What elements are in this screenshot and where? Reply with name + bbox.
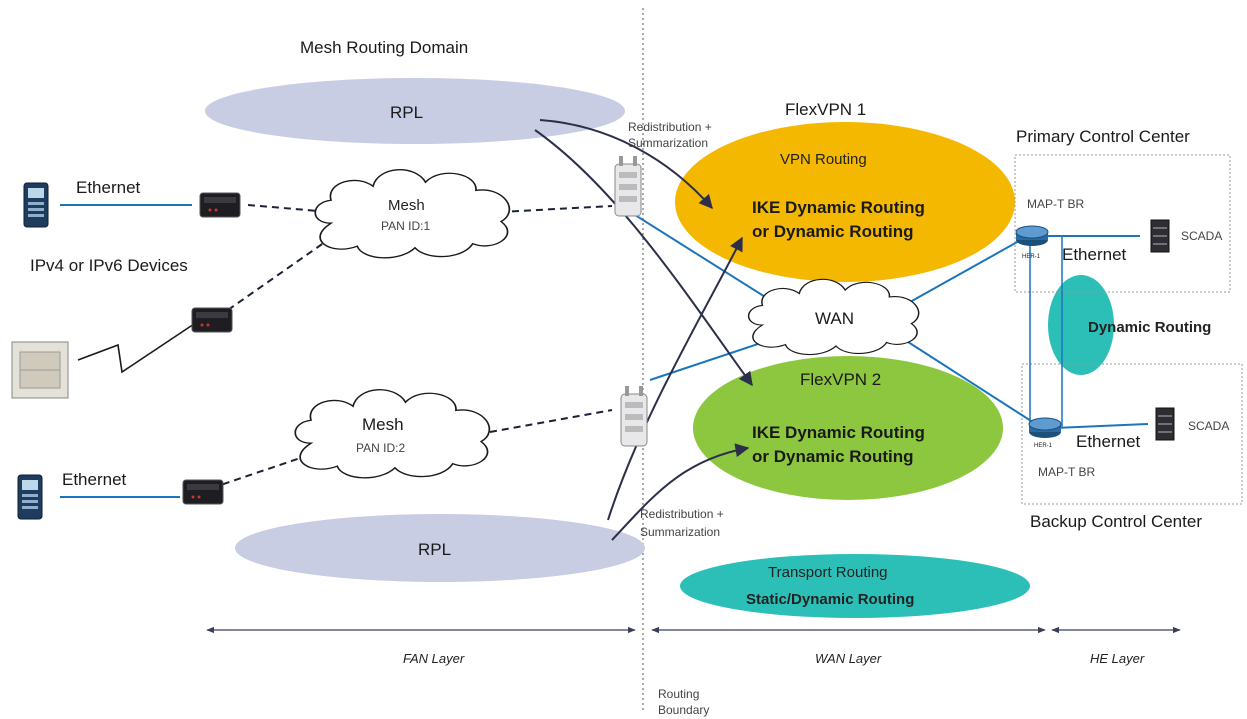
dynamic-routing-ellipse	[1048, 275, 1114, 375]
rpl-top-ellipse	[205, 78, 625, 144]
fan-layer-label: FAN Layer	[403, 651, 465, 666]
routing-boundary-line2: Boundary	[658, 703, 709, 717]
her-top-icon	[1015, 225, 1049, 247]
mesh-routing-domain-label: Mesh Routing Domain	[300, 38, 468, 57]
ike2-line1: IKE Dynamic Routing	[752, 423, 925, 442]
static-dynamic-label: Static/Dynamic Routing	[746, 591, 914, 608]
wireless-link	[77, 319, 201, 374]
map-t-br-top-label: MAP-T BR	[1027, 197, 1084, 211]
ike1-line1: IKE Dynamic Routing	[752, 198, 925, 217]
wan-label: WAN	[815, 309, 854, 328]
rpl-top-label: RPL	[390, 103, 423, 122]
backup-control-center-box	[1021, 363, 1243, 505]
cabinet-device-icon	[11, 341, 69, 399]
fan-router-top-icon	[199, 192, 241, 218]
mesh-2-pan: PAN ID:2	[356, 441, 405, 455]
dashed-links	[199, 204, 613, 493]
map-t-br-bottom-label: MAP-T BR	[1038, 465, 1095, 479]
scada-top-server-icon	[1150, 219, 1170, 253]
meter-bottom-icon	[17, 474, 43, 520]
primary-control-center-box	[1014, 154, 1231, 293]
ike2-line2: or Dynamic Routing	[752, 447, 914, 466]
fan-router-mid-icon	[191, 307, 233, 333]
dynamic-routing-label: Dynamic Routing	[1088, 319, 1211, 336]
cgr-bottom-icon	[620, 385, 648, 447]
ipv-devices-label: IPv4 or IPv6 Devices	[30, 256, 188, 275]
routing-boundary-line1: Routing	[658, 687, 699, 701]
her-bottom-label: HER-1	[1034, 443, 1053, 449]
cgr-top-icon	[614, 155, 642, 217]
ethernet-he-top-label: Ethernet	[1062, 245, 1127, 264]
redistribution-bottom-line2: Summarization	[640, 525, 720, 539]
meter-top-icon	[23, 182, 49, 228]
rpl-bottom-label: RPL	[418, 540, 451, 559]
mesh-1-pan: PAN ID:1	[381, 219, 430, 233]
vpn-routing-label: VPN Routing	[780, 151, 867, 168]
he-layer-label: HE Layer	[1090, 651, 1145, 666]
ike1-line2: or Dynamic Routing	[752, 222, 914, 241]
redistribution-top-line2: Summarization	[628, 136, 708, 150]
her-top-label: HER-1	[1022, 254, 1041, 260]
wan-layer-label: WAN Layer	[815, 651, 882, 666]
scada-bottom-server-icon	[1155, 407, 1175, 441]
redistribution-top-line1: Redistribution +	[628, 120, 712, 134]
scada-bottom-label: SCADA	[1188, 419, 1229, 433]
her-bottom-icon	[1028, 417, 1062, 439]
primary-control-center-label: Primary Control Center	[1016, 127, 1190, 146]
transport-routing-ellipse	[680, 554, 1030, 618]
mesh-1-title: Mesh	[388, 197, 425, 214]
vpn-routing-ellipse	[675, 122, 1015, 282]
ethernet-top-label: Ethernet	[76, 178, 141, 197]
flexvpn2-label: FlexVPN 2	[800, 370, 881, 389]
rpl-bottom-ellipse	[235, 514, 645, 582]
dark-arrows	[534, 119, 753, 541]
ethernet-he-bottom-label: Ethernet	[1076, 432, 1141, 451]
blue-links	[60, 204, 1149, 498]
transport-routing-label: Transport Routing	[768, 564, 888, 581]
redistribution-bottom-line1: Redistribution +	[640, 507, 724, 521]
backup-control-center-label: Backup Control Center	[1030, 512, 1202, 531]
flexvpn2-ellipse	[693, 356, 1003, 500]
flexvpn1-label: FlexVPN 1	[785, 100, 866, 119]
mesh-2-title: Mesh	[362, 415, 404, 434]
ethernet-bottom-label: Ethernet	[62, 470, 127, 489]
fan-router-bottom-icon	[182, 479, 224, 505]
scada-top-label: SCADA	[1181, 229, 1222, 243]
